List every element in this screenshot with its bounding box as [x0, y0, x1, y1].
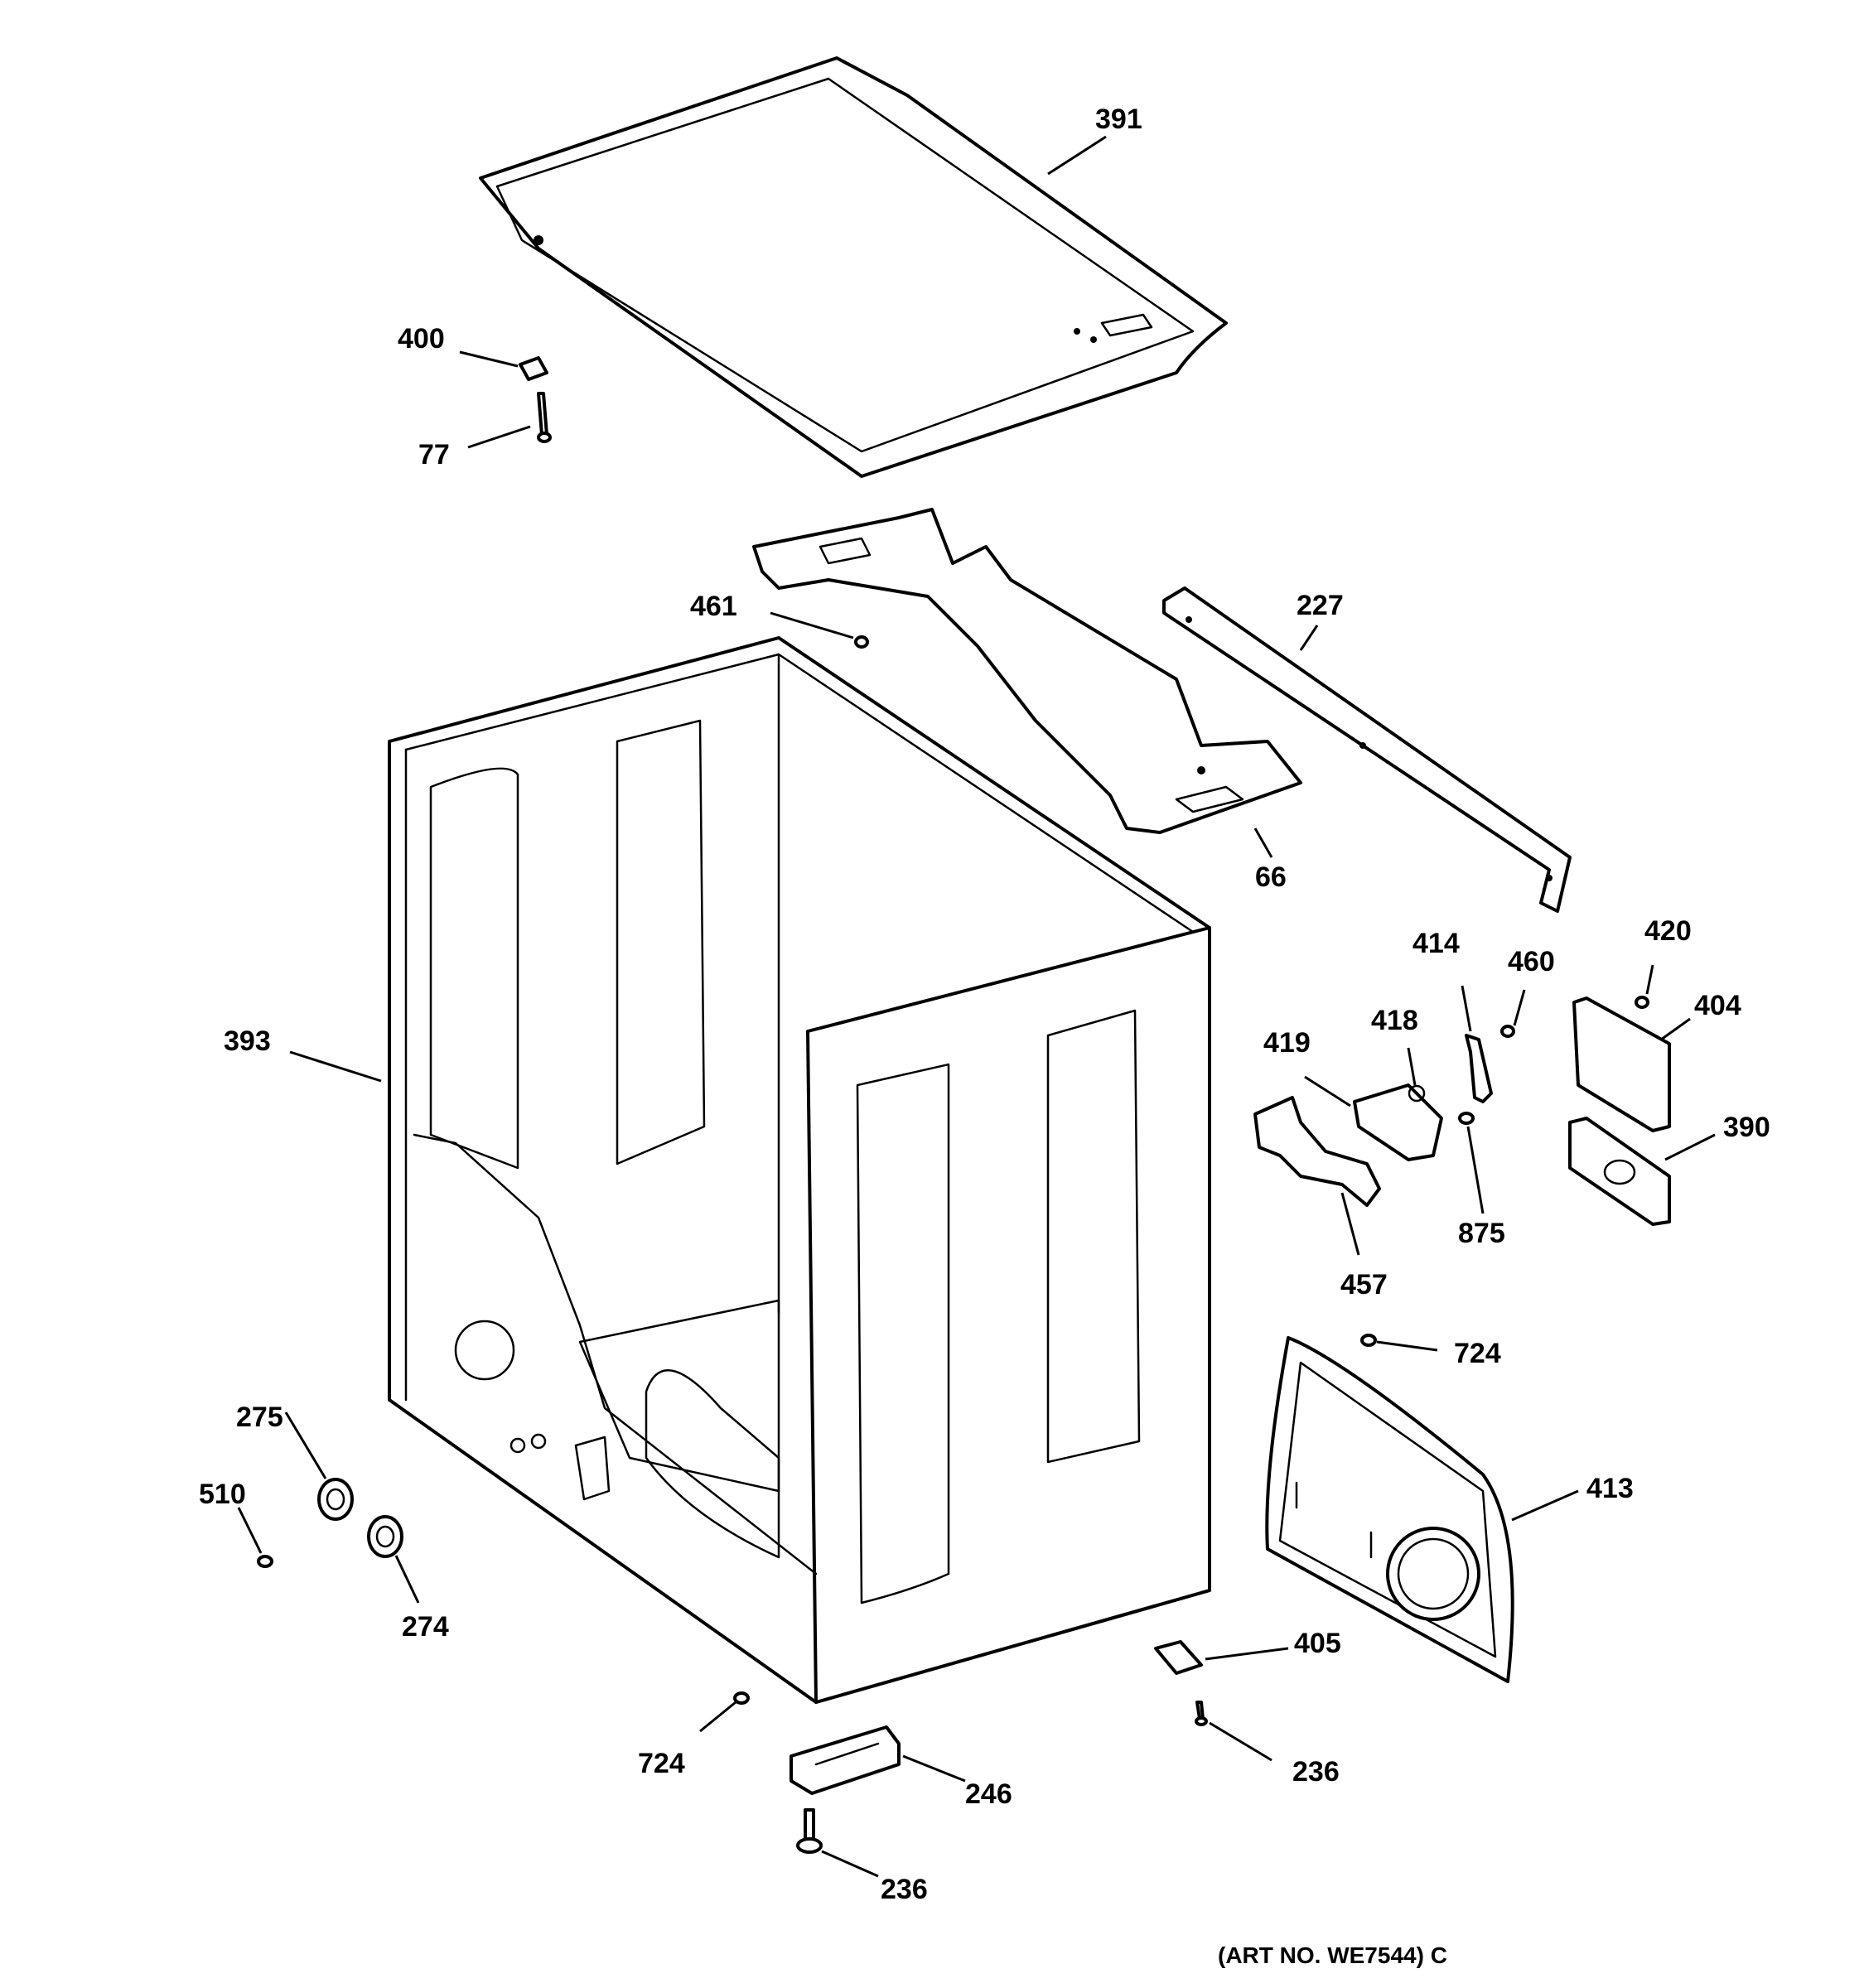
- callout-420: 420: [1644, 915, 1692, 947]
- screw-420[interactable]: [1635, 996, 1649, 1009]
- callout-404: 404: [1694, 990, 1741, 1021]
- callout-419: 419: [1263, 1027, 1311, 1059]
- screw-875[interactable]: [1458, 1112, 1475, 1125]
- top-brace-66[interactable]: [752, 508, 1302, 834]
- leg-bracket-246[interactable]: [790, 1725, 901, 1795]
- screw-724-upper[interactable]: [1360, 1334, 1377, 1347]
- terminal-block-418[interactable]: [1353, 1083, 1443, 1161]
- callout-66: 66: [1255, 861, 1287, 893]
- callout-77: 77: [418, 439, 450, 470]
- callout-393: 393: [224, 1025, 271, 1057]
- callout-labels: 391 400 77 461 227 66 393 414 460 420 40…: [199, 104, 1770, 1905]
- callout-236-rear: 236: [1292, 1756, 1340, 1788]
- leader-lines: [237, 135, 1716, 1878]
- callout-390: 390: [1723, 1112, 1770, 1143]
- callout-391: 391: [1095, 104, 1142, 135]
- leveling-leg-236[interactable]: [796, 1808, 823, 1854]
- strap-414[interactable]: [1465, 1034, 1493, 1103]
- callout-418: 418: [1371, 1005, 1418, 1036]
- screw-236-rear[interactable]: [1195, 1701, 1208, 1726]
- callout-413: 413: [1586, 1473, 1634, 1504]
- art-number: (ART NO. WE7544) C: [1218, 1942, 1447, 1968]
- screw-460[interactable]: [1500, 1025, 1515, 1038]
- callout-457: 457: [1340, 1269, 1388, 1300]
- callout-510: 510: [199, 1479, 246, 1510]
- cabinet-393[interactable]: [388, 636, 1211, 1704]
- callout-274: 274: [402, 1611, 449, 1643]
- rear-panel-413[interactable]: [1265, 1336, 1514, 1683]
- cover-404[interactable]: [1572, 996, 1671, 1132]
- clip-nut-400[interactable]: [519, 356, 548, 381]
- callout-724-upper: 724: [1454, 1338, 1501, 1369]
- screw-724-lower[interactable]: [733, 1691, 750, 1705]
- callout-246: 246: [965, 1778, 1012, 1810]
- thermostat-275[interactable]: [317, 1478, 354, 1521]
- glide-bracket-405[interactable]: [1154, 1640, 1203, 1675]
- screw-461[interactable]: [854, 635, 869, 649]
- callout-875: 875: [1458, 1218, 1505, 1249]
- callout-400: 400: [398, 323, 445, 355]
- plate-390[interactable]: [1568, 1117, 1671, 1226]
- screw-510[interactable]: [257, 1555, 273, 1568]
- callout-236-leg: 236: [881, 1874, 928, 1905]
- thermostat-274[interactable]: [367, 1515, 403, 1558]
- callout-414: 414: [1412, 928, 1460, 959]
- screw-77[interactable]: [537, 392, 552, 443]
- top-panel-391[interactable]: [479, 56, 1228, 478]
- rail-227[interactable]: [1162, 586, 1572, 913]
- callout-227: 227: [1297, 590, 1344, 621]
- bracket-419[interactable]: [1253, 1096, 1381, 1207]
- callout-275: 275: [236, 1402, 283, 1433]
- callout-405: 405: [1294, 1628, 1341, 1659]
- callout-460: 460: [1508, 946, 1555, 977]
- callout-461: 461: [690, 591, 737, 622]
- callout-724-lower: 724: [638, 1748, 685, 1779]
